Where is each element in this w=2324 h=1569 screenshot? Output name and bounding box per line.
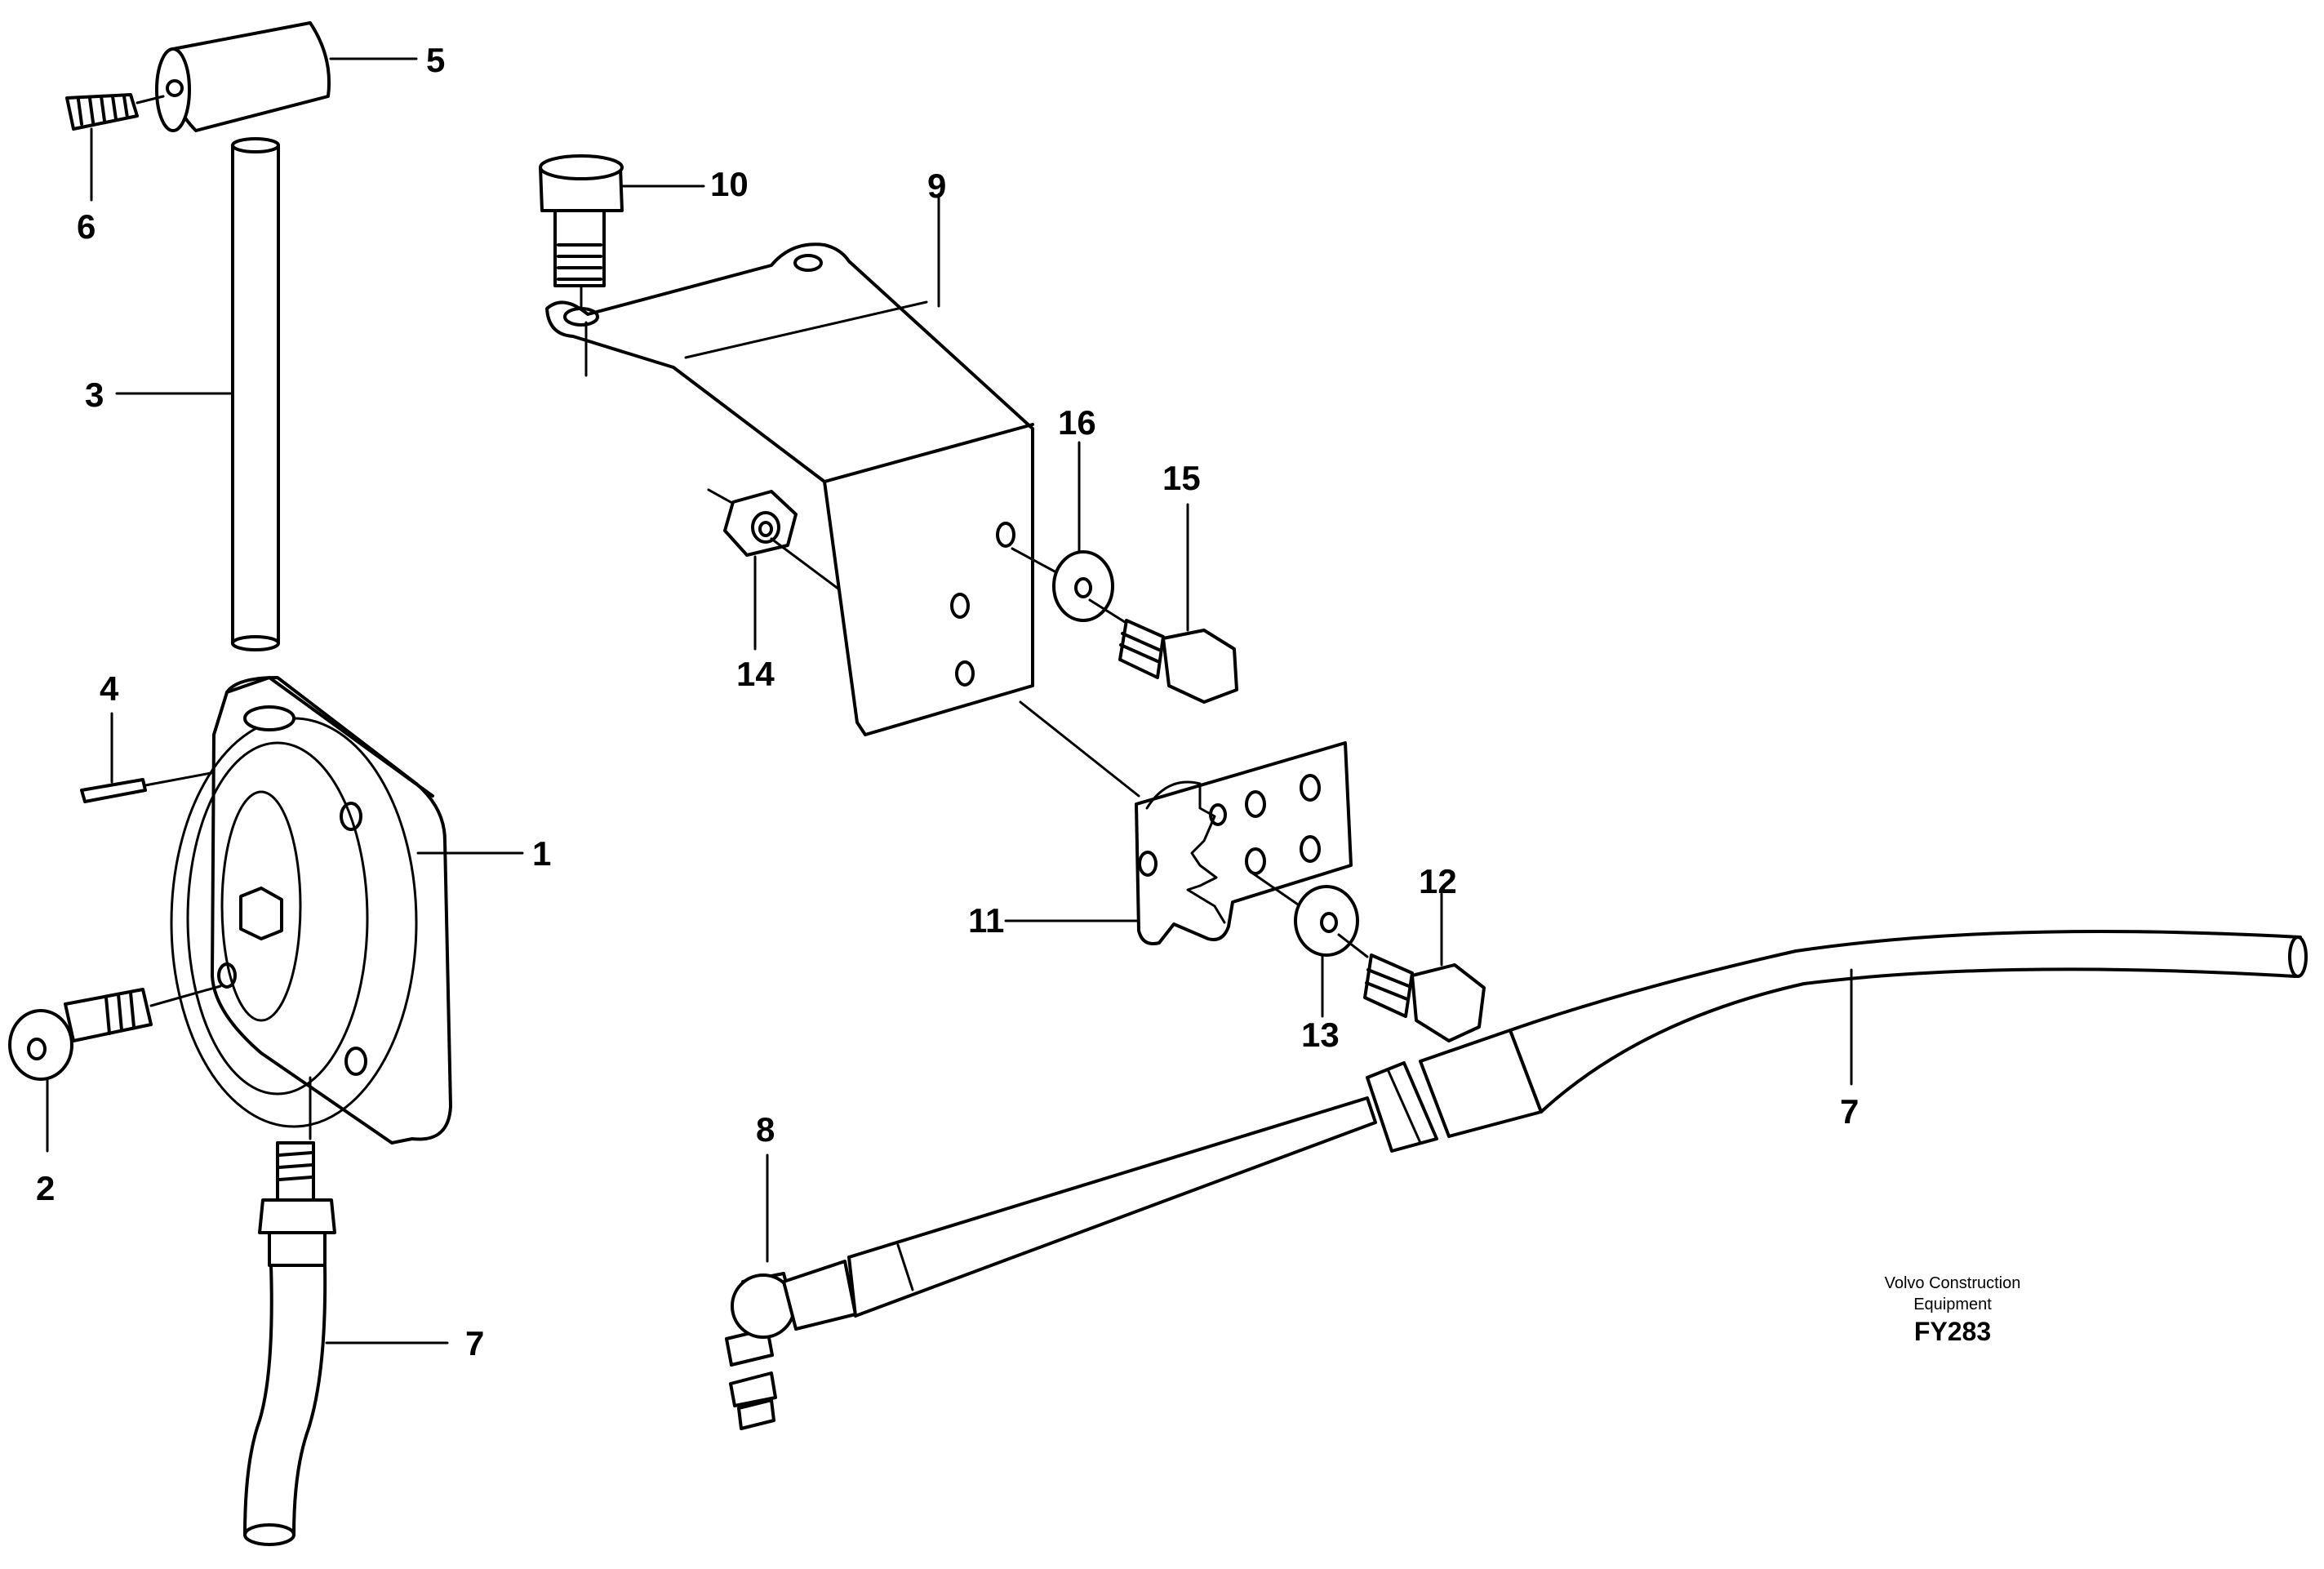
lower-cable-part (243, 1141, 449, 1546)
knob-part (155, 21, 418, 132)
set-screw-part (65, 93, 165, 202)
callout-8: 8 (756, 1110, 775, 1149)
figure-code: FY283 (1914, 1317, 1991, 1346)
callout-2: 2 (36, 1169, 55, 1207)
callout-10: 10 (710, 165, 749, 203)
callout-15: 15 (1162, 459, 1201, 497)
hex-bolt-10-part (539, 154, 705, 328)
ball-joint-part (725, 1153, 857, 1430)
callout-9: 9 (927, 167, 946, 205)
latch-plate-part (1004, 700, 1353, 945)
control-cable-part (847, 929, 2308, 1318)
credit-block: Volvo Construction Equipment FY283 (1885, 1274, 2021, 1346)
callout-7-lower: 7 (465, 1324, 484, 1362)
callout-5: 5 (426, 41, 445, 79)
callout-7-right: 7 (1840, 1092, 1859, 1131)
callout-16: 16 (1058, 403, 1096, 442)
bracket-part (545, 193, 1034, 736)
nut-part (707, 488, 841, 651)
callout-11: 11 (968, 901, 1004, 940)
credit-line-1: Volvo Construction (1885, 1274, 2021, 1292)
hex-bolt-12-part (1337, 892, 1486, 1042)
lever-rod-part (115, 137, 280, 651)
hex-bolt-15-part (1088, 503, 1238, 704)
callout-4: 4 (100, 669, 119, 708)
washer-16-part (1011, 441, 1114, 622)
socket-bolt-part (8, 985, 222, 1153)
callout-13: 13 (1301, 1016, 1340, 1054)
callout-1: 1 (532, 834, 551, 873)
credit-line-2: Equipment (1913, 1296, 1992, 1313)
pin-part (80, 712, 234, 803)
callout-6: 6 (77, 207, 96, 246)
callout-3: 3 (85, 376, 104, 414)
callout-labels: 5 6 3 4 1 2 7 10 9 16 15 14 11 12 13 7 8 (36, 41, 1859, 1362)
callout-14: 14 (736, 655, 775, 693)
washer-13-part (1251, 872, 1359, 1018)
callout-12: 12 (1419, 862, 1457, 900)
housing-part (170, 676, 524, 1145)
